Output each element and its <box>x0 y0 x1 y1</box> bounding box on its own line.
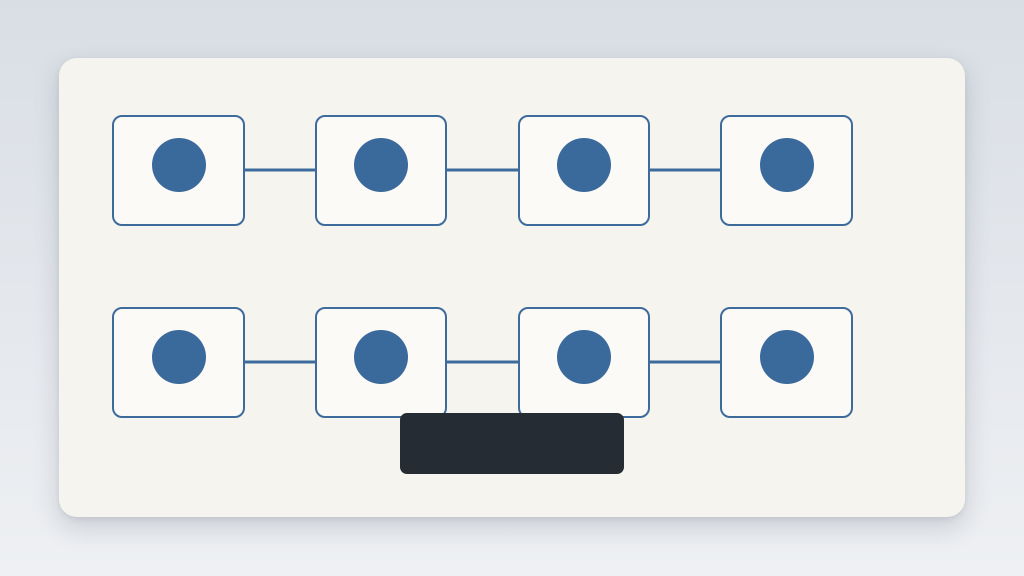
dot-icon <box>354 138 408 192</box>
dot-icon <box>557 330 611 384</box>
node[interactable] <box>720 307 853 418</box>
node[interactable] <box>315 115 447 226</box>
node[interactable] <box>518 115 650 226</box>
tooltip-overlay <box>400 413 624 474</box>
node[interactable] <box>112 307 245 418</box>
dot-icon <box>152 138 206 192</box>
row-2 <box>112 307 853 418</box>
dot-icon <box>354 330 408 384</box>
node[interactable] <box>518 307 650 418</box>
dot-icon <box>152 330 206 384</box>
row-1 <box>112 115 853 226</box>
node[interactable] <box>112 115 245 226</box>
node[interactable] <box>720 115 853 226</box>
dot-icon <box>760 330 814 384</box>
dot-icon <box>760 138 814 192</box>
dot-icon <box>557 138 611 192</box>
node[interactable] <box>315 307 447 418</box>
